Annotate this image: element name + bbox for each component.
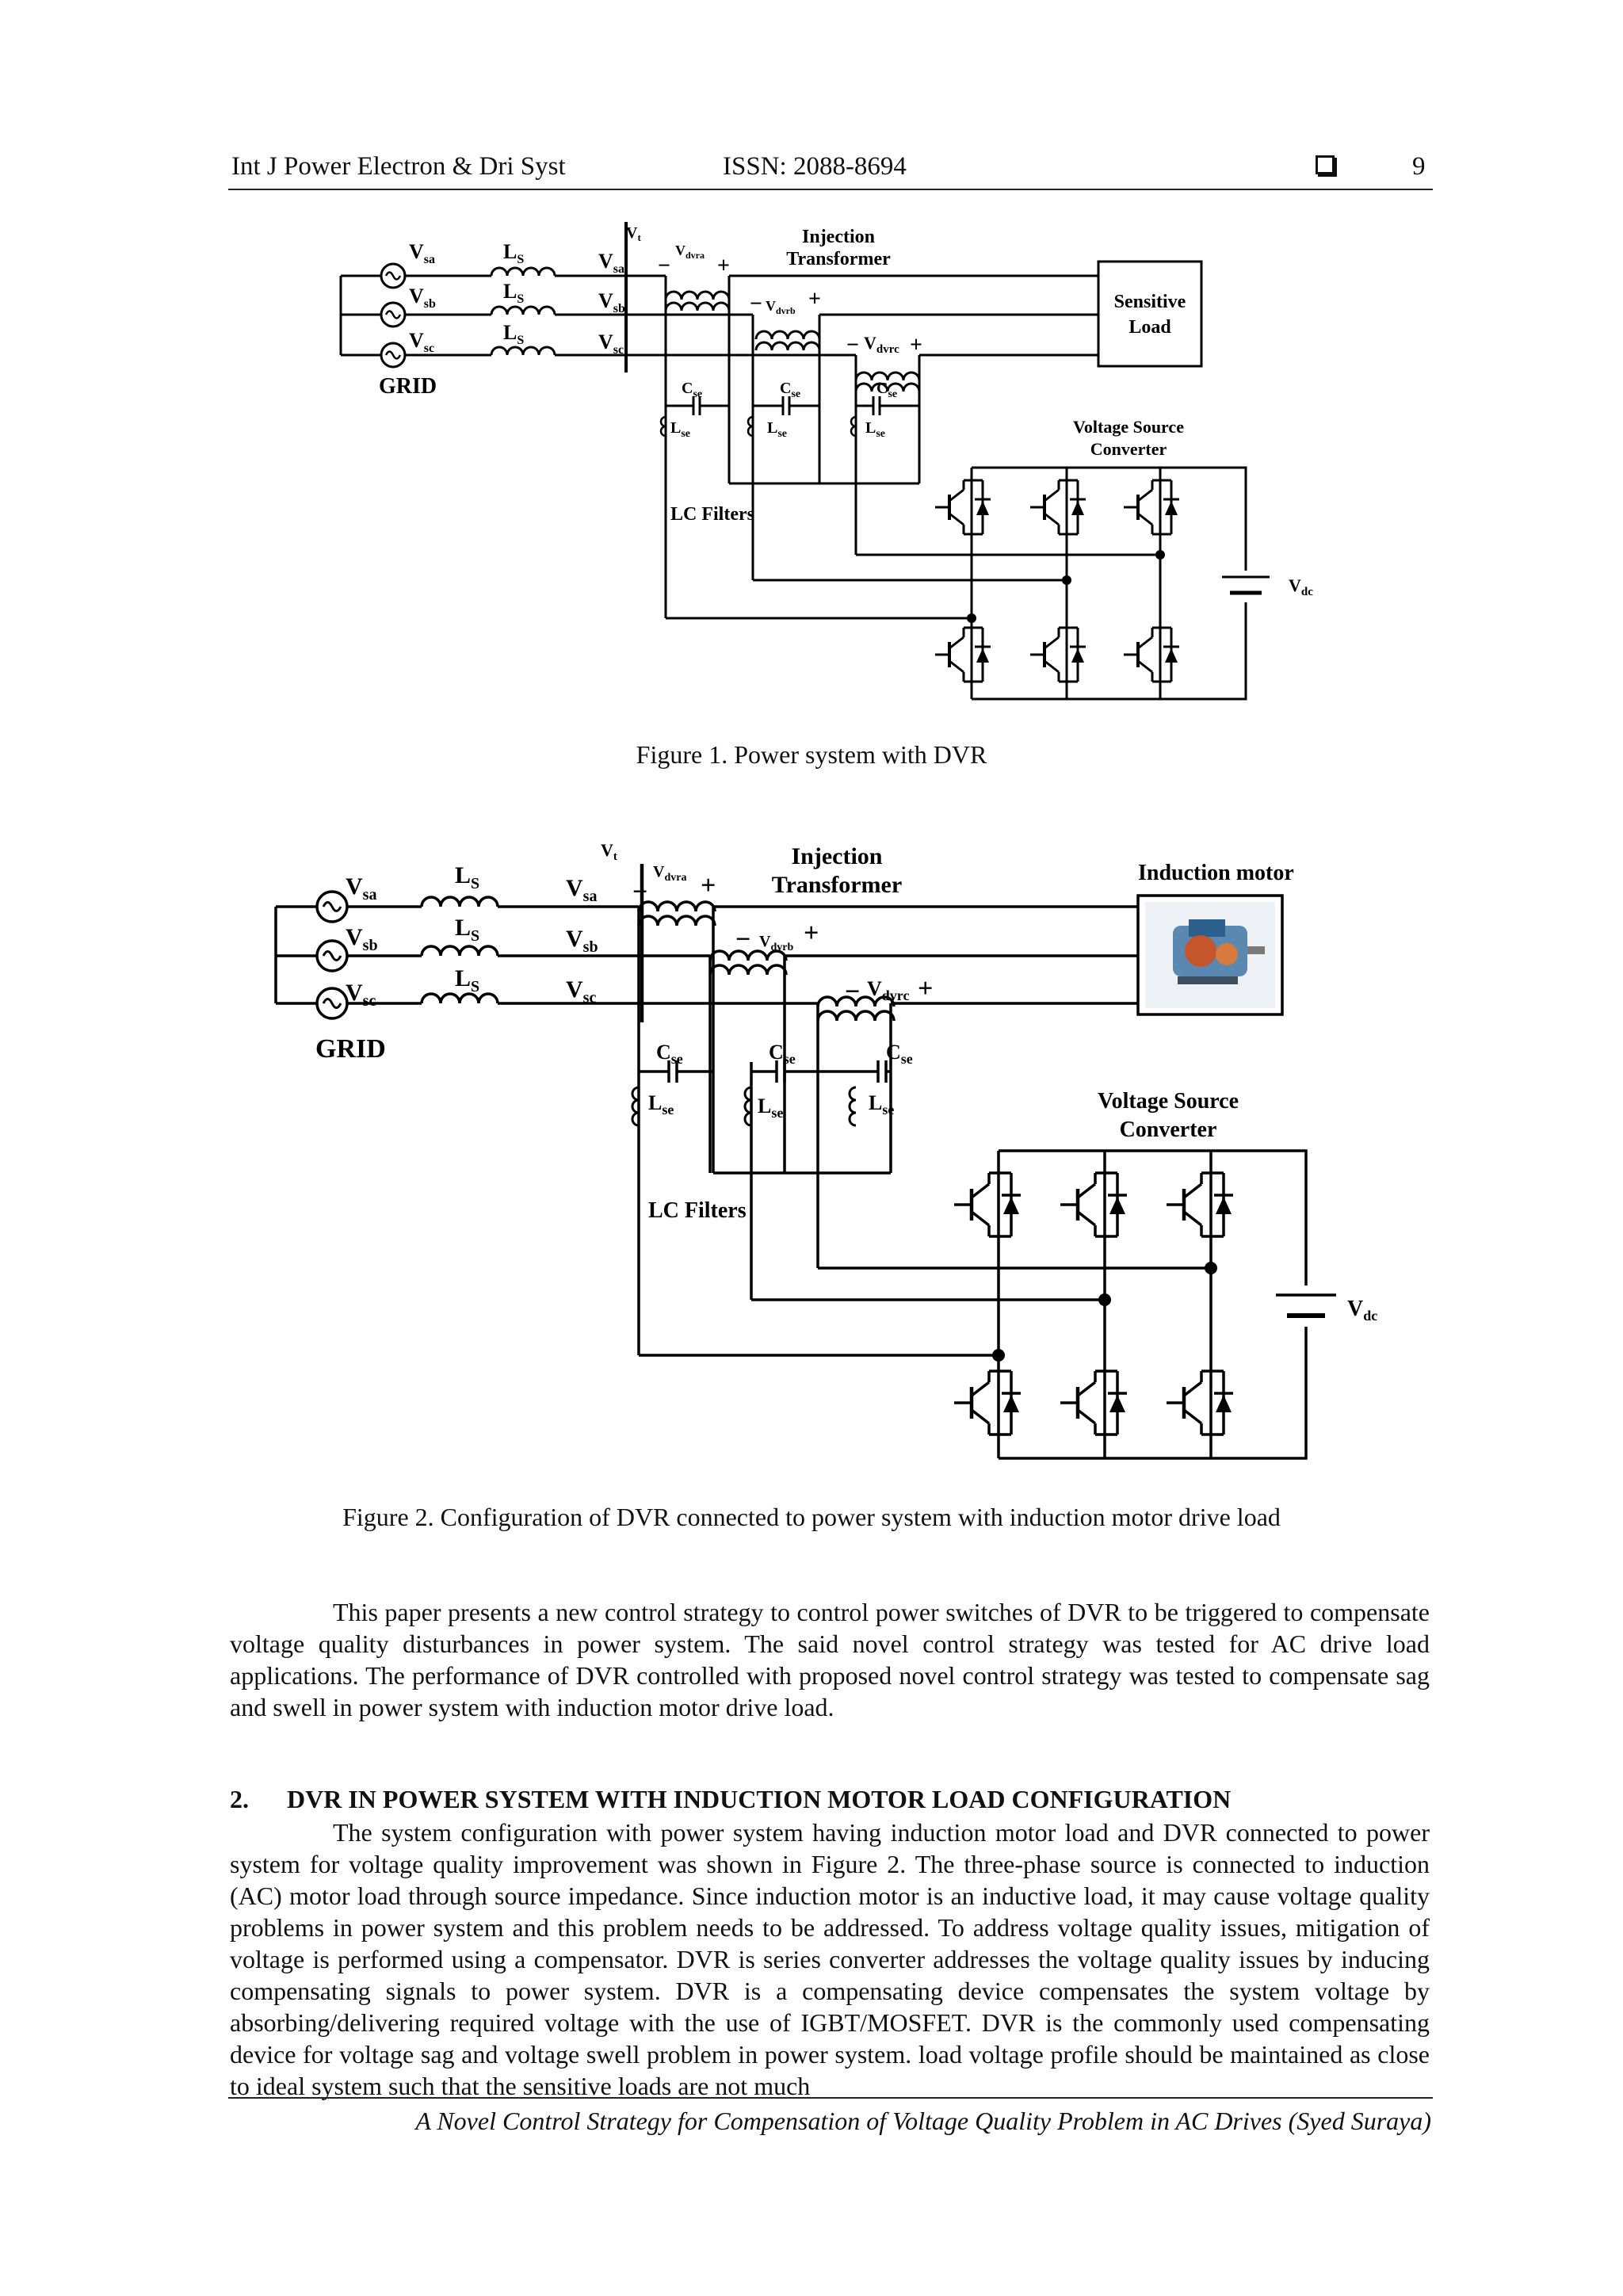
svg-text:Cse: Cse bbox=[769, 1041, 796, 1067]
header-rule bbox=[228, 189, 1433, 190]
svg-text:Vsa: Vsa bbox=[566, 875, 597, 905]
svg-text:Vdc: Vdc bbox=[1347, 1297, 1377, 1324]
svg-text:−: − bbox=[846, 333, 859, 357]
svg-text:Vsa: Vsa bbox=[409, 240, 435, 266]
figure-2-caption: Figure 2. Configuration of DVR connected… bbox=[342, 1503, 1281, 1531]
svg-text:LS: LS bbox=[455, 915, 479, 945]
svg-text:LS: LS bbox=[503, 280, 524, 306]
svg-text:LS: LS bbox=[455, 965, 479, 995]
svg-text:Vdvrb: Vdvrb bbox=[766, 298, 796, 316]
svg-text:Voltage Source: Voltage Source bbox=[1098, 1089, 1239, 1114]
section-heading: 2. DVR IN POWER SYSTEM WITH INDUCTION MOT… bbox=[230, 1785, 1231, 1814]
svg-text:Vdvrc: Vdvrc bbox=[867, 977, 909, 1003]
svg-text:Vsc: Vsc bbox=[409, 329, 434, 355]
fig2-lc-filters: LC Filters bbox=[648, 1198, 747, 1223]
svg-text:Vsa: Vsa bbox=[346, 873, 376, 904]
footer-rule bbox=[228, 2097, 1433, 2099]
svg-text:−: − bbox=[845, 977, 860, 1007]
figure-1-caption: Figure 1. Power system with DVR bbox=[636, 740, 987, 769]
fig2-motor-label: Induction motor bbox=[1138, 861, 1294, 885]
svg-text:Vsa: Vsa bbox=[598, 250, 624, 276]
page-number: 9 bbox=[1412, 152, 1426, 181]
svg-text:Vsb: Vsb bbox=[566, 926, 598, 956]
svg-text:+: + bbox=[808, 287, 821, 311]
svg-text:Lse: Lse bbox=[670, 419, 690, 440]
svg-text:Sensitive: Sensitive bbox=[1114, 292, 1186, 312]
svg-text:+: + bbox=[918, 974, 933, 1003]
svg-text:Lse: Lse bbox=[865, 419, 885, 440]
section-number: 2. bbox=[230, 1785, 249, 1813]
svg-text:Converter: Converter bbox=[1090, 439, 1167, 459]
running-footer: A Novel Control Strategy for Compensatio… bbox=[415, 2107, 1431, 2135]
svg-text:Vdvra: Vdvra bbox=[675, 243, 705, 261]
svg-text:+: + bbox=[717, 254, 730, 278]
intro-paragraph: This paper presents a new control strate… bbox=[230, 1598, 1430, 1721]
square-bullet-icon bbox=[1316, 155, 1335, 174]
figure-1-circuit: Vsa Vsb Vsc LS LS LS Vsa Vsb Vsc Vt GRID… bbox=[339, 222, 1313, 701]
running-head-journal: Int J Power Electron & Dri Syst bbox=[231, 152, 566, 181]
svg-text:−: − bbox=[750, 292, 762, 316]
svg-text:Voltage Source: Voltage Source bbox=[1073, 417, 1184, 437]
svg-text:Vsc: Vsc bbox=[598, 330, 624, 357]
svg-text:−: − bbox=[658, 254, 670, 278]
svg-text:Transformer: Transformer bbox=[772, 872, 902, 898]
figure-2-circuit: Vsa Vsb Vsc LS LS LS Vsa Vsb Vsc Vt GRID… bbox=[274, 840, 1377, 1460]
section-title: DVR IN POWER SYSTEM WITH INDUCTION MOTOR… bbox=[287, 1785, 1232, 1813]
svg-text:Vdvra: Vdvra bbox=[653, 863, 686, 884]
svg-text:LS: LS bbox=[455, 862, 479, 892]
fig1-grid-label: GRID bbox=[379, 374, 437, 399]
svg-text:+: + bbox=[910, 333, 922, 357]
svg-text:Vsc: Vsc bbox=[346, 980, 376, 1010]
svg-text:−: − bbox=[632, 877, 647, 907]
svg-text:+: + bbox=[804, 919, 819, 948]
svg-text:Cse: Cse bbox=[656, 1041, 683, 1067]
svg-text:−: − bbox=[735, 925, 750, 954]
svg-text:Vsb: Vsb bbox=[598, 289, 625, 315]
svg-text:Load: Load bbox=[1128, 317, 1171, 338]
svg-text:Transformer: Transformer bbox=[786, 249, 891, 269]
svg-text:Vsb: Vsb bbox=[409, 285, 436, 311]
svg-text:Vt: Vt bbox=[626, 224, 641, 243]
running-head-issn: ISSN: 2088-8694 bbox=[723, 152, 907, 181]
svg-text:Vdvrc: Vdvrc bbox=[864, 333, 899, 356]
svg-text:Lse: Lse bbox=[767, 419, 787, 440]
svg-text:Vdc: Vdc bbox=[1289, 575, 1313, 598]
svg-text:Cse: Cse bbox=[886, 1041, 913, 1067]
svg-text:Converter: Converter bbox=[1120, 1117, 1217, 1142]
fig2-grid-label: GRID bbox=[315, 1034, 386, 1064]
svg-text:Injection: Injection bbox=[792, 843, 883, 869]
induction-motor-image bbox=[1145, 902, 1275, 1008]
fig1-lc-filters: LC Filters bbox=[670, 504, 754, 525]
section-paragraph: The system configuration with power syst… bbox=[230, 1818, 1430, 2100]
fig1-vsa: V bbox=[409, 240, 424, 263]
svg-text:Lse: Lse bbox=[758, 1095, 783, 1121]
svg-text:Vsc: Vsc bbox=[566, 976, 596, 1007]
svg-text:Injection: Injection bbox=[802, 227, 875, 247]
svg-text:LS: LS bbox=[503, 240, 524, 266]
svg-text:Vt: Vt bbox=[601, 840, 617, 863]
svg-text:+: + bbox=[701, 871, 716, 900]
svg-text:Lse: Lse bbox=[648, 1091, 674, 1117]
svg-text:Cse: Cse bbox=[682, 380, 702, 400]
svg-text:Vdvrb: Vdvrb bbox=[759, 933, 793, 953]
svg-text:Vsb: Vsb bbox=[346, 924, 378, 954]
svg-text:LS: LS bbox=[503, 321, 524, 347]
